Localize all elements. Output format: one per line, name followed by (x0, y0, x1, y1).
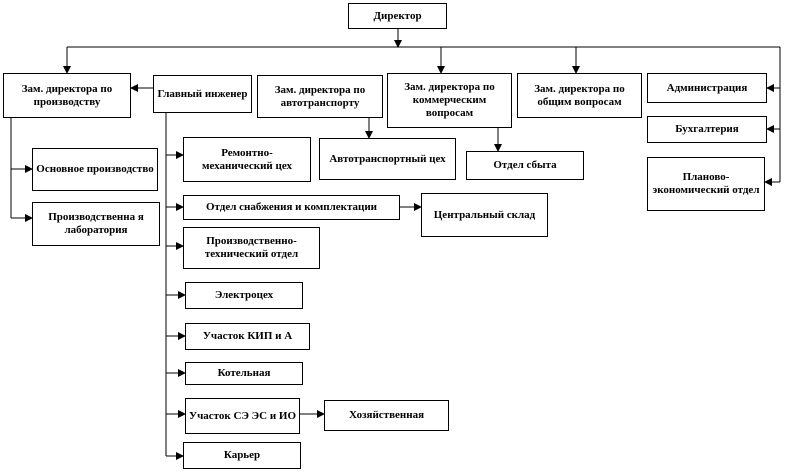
node-power-site: Участок СЭ ЭС и ИО (185, 398, 300, 434)
node-director: Директор (348, 3, 447, 29)
node-transport-shop: Автотранспортный цех (319, 138, 456, 180)
node-repair-mechanical: Ремонтно-механический цех (183, 137, 311, 182)
node-deputy-production: Зам. директора по производству (3, 73, 131, 118)
node-supply-department: Отдел снабжения и комплектации (183, 195, 400, 220)
node-electrical-shop: Электроцех (185, 282, 303, 309)
node-deputy-transport: Зам. директора по автотранспорту (257, 75, 383, 118)
node-central-warehouse: Центральный склад (421, 193, 548, 237)
node-chief-engineer: Главный инженер (153, 75, 252, 113)
node-deputy-general: Зам. директора по общим вопросам (517, 73, 642, 118)
node-sales-department: Отдел сбыта (466, 151, 584, 180)
node-accounting: Бухгалтерия (647, 116, 767, 143)
node-economic-service: Хозяйственная (324, 400, 449, 431)
node-boiler-house: Котельная (185, 362, 303, 385)
node-quarry: Карьер (183, 442, 301, 469)
node-administration: Администрация (647, 73, 767, 103)
node-planning-economic: Планово-экономический отдел (647, 157, 765, 211)
node-kip-site: Участок КИП и А (185, 323, 310, 350)
node-deputy-commerce: Зам. директора по коммерческим вопросам (387, 73, 512, 128)
node-production-laboratory: Производственна я лаборатория (32, 202, 160, 246)
node-technical-department: Производственно-технический отдел (183, 227, 320, 269)
node-main-production: Основное производство (32, 148, 158, 191)
